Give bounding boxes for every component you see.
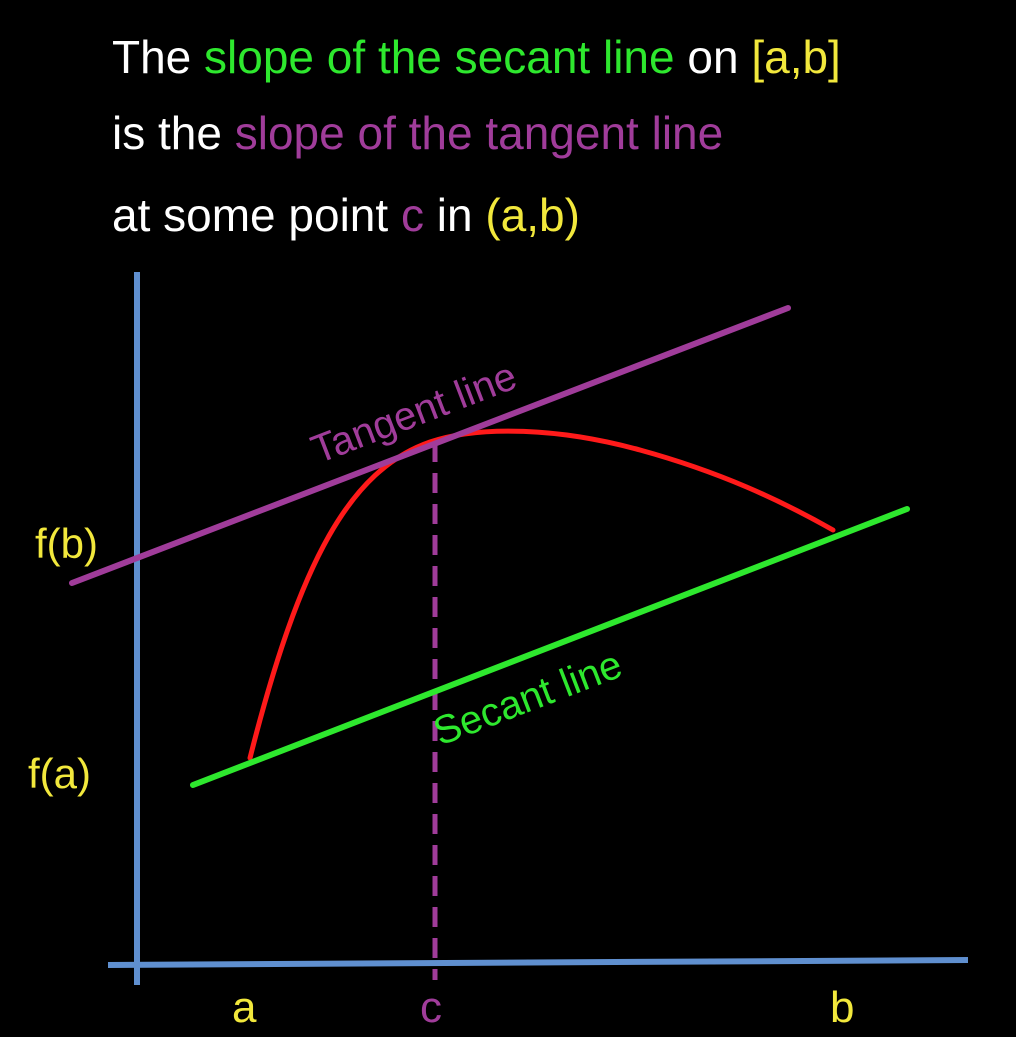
point-c: c <box>400 189 424 241</box>
closed-interval: [a,b] <box>751 31 841 83</box>
b-label: b <box>830 983 854 1032</box>
function-curve <box>247 428 836 761</box>
x-axis <box>107 957 969 968</box>
tangent-slope-phrase: slope of the tangent line <box>234 107 724 159</box>
f-of-a-label: f(a) <box>28 750 91 797</box>
statement-text: The <box>112 31 205 83</box>
secant-slope-phrase: slope of the secant line <box>204 31 675 83</box>
statement-line-2: is the slope of the tangent line <box>112 110 723 156</box>
statement-text: is the <box>112 107 235 159</box>
statement-line-1: The slope of the secant line on [a,b] <box>112 34 841 80</box>
statement-line-3: at some point c in (a,b) <box>112 192 580 238</box>
statement-text: in <box>423 189 486 241</box>
open-interval: (a,b) <box>485 189 580 241</box>
a-label: a <box>232 983 257 1032</box>
statement-text: at some point <box>112 189 401 241</box>
statement-text: on <box>674 31 752 83</box>
secant-line <box>190 506 910 788</box>
tangent-line <box>69 305 791 586</box>
c-label: c <box>420 983 442 1032</box>
secant-line-label: Secant line <box>427 642 628 754</box>
f-of-b-label: f(b) <box>35 520 98 567</box>
